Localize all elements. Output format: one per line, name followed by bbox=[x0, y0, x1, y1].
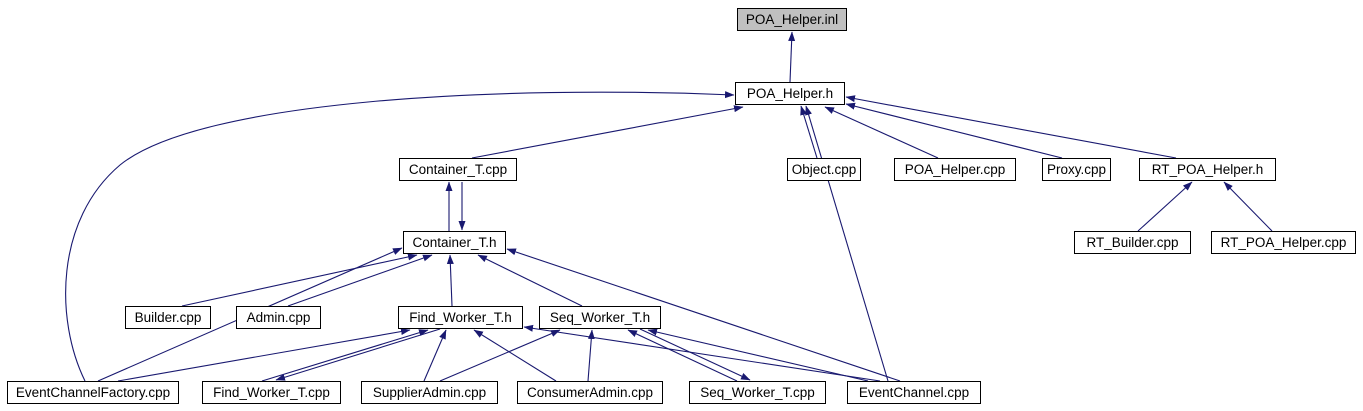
edge-rt_builder_cpp-to-rt_poa_helper_h bbox=[1137, 181, 1193, 232]
edge-supplieradmin_cpp-to-seq_worker_t_h bbox=[439, 329, 561, 382]
edge-find_worker_t_cpp-to-find_worker_t_h bbox=[261, 329, 429, 382]
edge-object_cpp-to-poa_helper_h bbox=[800, 105, 818, 159]
edge-poa_helper_cpp-to-poa_helper_h bbox=[824, 106, 939, 159]
edge-find_worker_t_h-to-find_worker_t_cpp bbox=[275, 328, 441, 381]
edge-eventchannelfactory_cpp-to-poa_helper_h bbox=[65, 91, 735, 382]
edge-eventchannel_cpp-to-poa_helper_h bbox=[805, 105, 889, 382]
edge-seq_worker_t_cpp-to-seq_worker_t_h bbox=[627, 329, 738, 382]
graph-node-consumeradmin_cpp[interactable]: ConsumerAdmin.cpp bbox=[517, 381, 663, 404]
graph-node-admin_cpp[interactable]: Admin.cpp bbox=[236, 306, 321, 329]
graph-node-eventchannel_cpp[interactable]: EventChannel.cpp bbox=[847, 381, 981, 404]
edge-rt_poa_helper_h-to-poa_helper_h bbox=[845, 95, 1177, 159]
graph-node-rt_poa_helper_cpp[interactable]: RT_POA_Helper.cpp bbox=[1211, 231, 1356, 254]
graph-node-supplieradmin_cpp[interactable]: SupplierAdmin.cpp bbox=[361, 381, 498, 404]
edge-container_t_cpp-to-poa_helper_h bbox=[471, 105, 744, 159]
edge-builder_cpp-to-container_t_h bbox=[181, 253, 418, 307]
graph-node-builder_cpp[interactable]: Builder.cpp bbox=[125, 306, 211, 329]
edge-consumeradmin_cpp-to-find_worker_t_h bbox=[473, 329, 557, 382]
graph-node-proxy_cpp[interactable]: Proxy.cpp bbox=[1042, 158, 1111, 181]
edge-consumeradmin_cpp-to-seq_worker_t_h bbox=[587, 329, 595, 382]
edge-find_worker_t_h-to-container_t_h bbox=[446, 254, 454, 307]
graph-node-eventchannelfactory_cpp[interactable]: EventChannelFactory.cpp bbox=[7, 381, 179, 404]
edge-eventchannelfactory_cpp-to-find_worker_t_h bbox=[117, 328, 411, 382]
graph-node-seq_worker_t_cpp[interactable]: Seq_Worker_T.cpp bbox=[689, 381, 826, 404]
edge-admin_cpp-to-container_t_h bbox=[287, 254, 433, 307]
edge-eventchannel_cpp-to-find_worker_t_h bbox=[523, 324, 881, 382]
graph-node-container_t_cpp[interactable]: Container_T.cpp bbox=[399, 158, 517, 181]
graph-node-object_cpp[interactable]: Object.cpp bbox=[787, 158, 861, 181]
graph-node-find_worker_t_cpp[interactable]: Find_Worker_T.cpp bbox=[202, 381, 341, 404]
graph-node-find_worker_t_h[interactable]: Find_Worker_T.h bbox=[398, 306, 523, 329]
edge-eventchannel_cpp-to-seq_worker_t_h bbox=[647, 328, 869, 382]
edge-proxy_cpp-to-poa_helper_h bbox=[845, 102, 1063, 159]
edge-poa_helper_h-to-poa_helper_inl bbox=[788, 31, 796, 83]
edge-supplieradmin_cpp-to-find_worker_t_h bbox=[423, 329, 447, 382]
edge-eventchannel_cpp-to-container_t_h bbox=[506, 248, 901, 382]
graph-node-poa_helper_h[interactable]: POA_Helper.h bbox=[735, 82, 845, 105]
edge-seq_worker_t_h-to-container_t_h bbox=[477, 254, 583, 307]
edge-rt_poa_helper_cpp-to-rt_poa_helper_h bbox=[1223, 181, 1273, 232]
graph-node-seq_worker_t_h[interactable]: Seq_Worker_T.h bbox=[539, 306, 661, 329]
graph-node-rt_poa_helper_h[interactable]: RT_POA_Helper.h bbox=[1139, 158, 1276, 181]
graph-node-poa_helper_inl[interactable]: POA_Helper.inl bbox=[737, 8, 847, 31]
edge-seq_worker_t_h-to-seq_worker_t_cpp bbox=[639, 328, 751, 381]
graph-node-container_t_h[interactable]: Container_T.h bbox=[403, 231, 506, 254]
edge-group bbox=[65, 31, 1273, 382]
graph-node-rt_builder_cpp[interactable]: RT_Builder.cpp bbox=[1074, 231, 1191, 254]
graph-node-poa_helper_cpp[interactable]: POA_Helper.cpp bbox=[894, 158, 1016, 181]
